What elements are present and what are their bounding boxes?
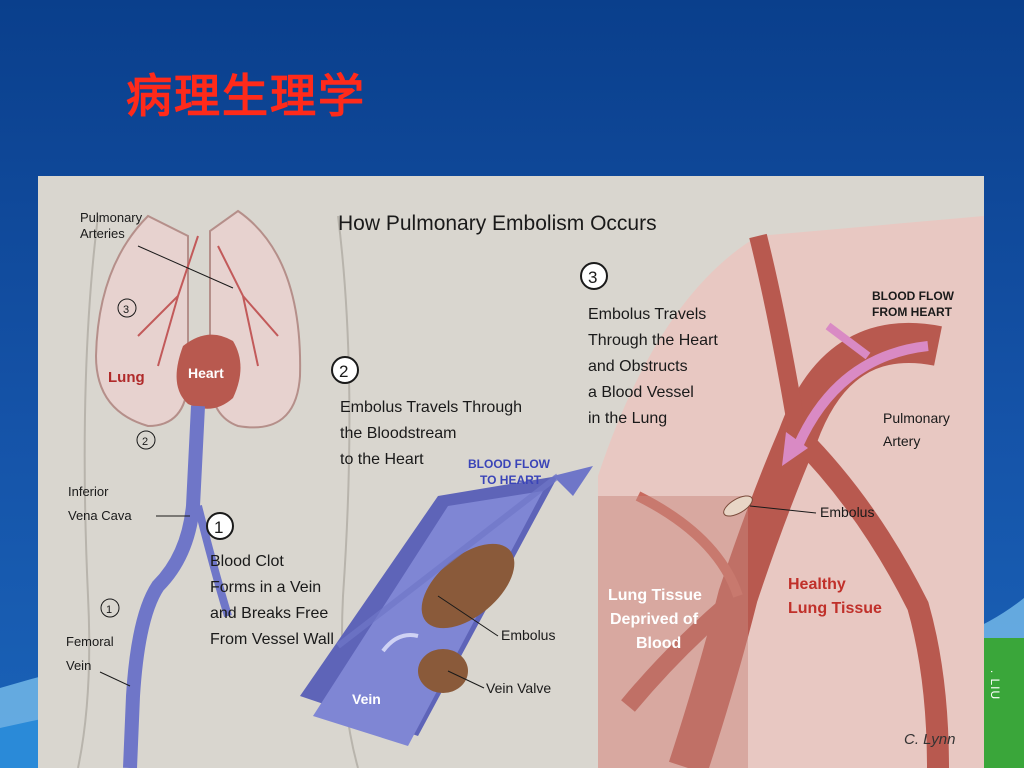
marker-2-body: 2 [136,430,156,450]
marker-1-body: 1 [100,598,120,618]
artist-signature: C. Lynn [904,731,955,748]
svg-text:1: 1 [106,604,112,616]
marker-3-lung: 3 [117,298,137,318]
step-1-marker: 1 [206,512,234,540]
lungs-illustration [94,209,302,429]
step-3-text: Embolus Travels Through the Heart and Ob… [588,306,722,427]
svg-text:3: 3 [588,268,597,287]
label-lung: Lung [108,369,145,386]
svg-text:3: 3 [123,304,129,316]
step-1-text: Blood Clot Forms in a Vein and Breaks Fr… [210,553,334,648]
vein-cross-section [300,466,593,746]
inferior-vena-cava [123,405,205,768]
step-2-text: Embolus Travels Through the Bloodstream … [340,399,526,468]
label-embolus-lung: Embolus [820,504,874,520]
label-embolus-vein: Embolus [501,627,555,643]
corner-text: . LIU [987,669,1002,701]
slide-title: 病理生理学 [126,69,366,123]
figure-title: How Pulmonary Embolism Occurs [338,212,657,235]
lung-tissue-illustration [598,216,984,768]
label-heart: Heart [188,365,224,381]
svg-text:1: 1 [214,518,223,537]
label-vein: Vein [352,691,381,707]
svg-text:2: 2 [339,362,348,381]
step-2-marker: 2 [331,356,359,384]
step-3-marker: 3 [580,262,608,290]
label-vein-valve: Vein Valve [486,680,551,696]
svg-text:2: 2 [142,436,148,448]
